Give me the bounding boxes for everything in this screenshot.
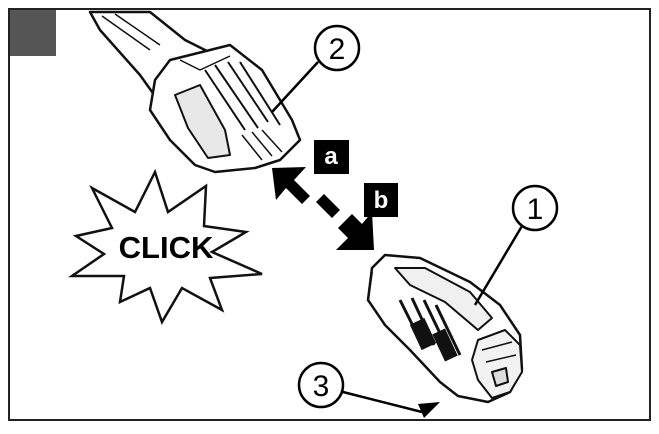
battery-pack xyxy=(366,253,524,404)
step-b-label: b xyxy=(374,187,389,214)
click-text: CLICK xyxy=(119,230,214,265)
callout-1-label: 1 xyxy=(527,193,544,226)
step-a-tag: a xyxy=(314,140,349,174)
tool-handle xyxy=(88,10,302,174)
step-b-tag: b xyxy=(364,183,398,217)
callout-3-arrowhead xyxy=(418,402,440,418)
callout-3-label: 3 xyxy=(313,370,330,403)
click-burst-shape xyxy=(67,168,263,325)
attach-direction-arrow xyxy=(272,167,374,250)
callout-2: 2 xyxy=(271,24,361,113)
callout-2-label: 2 xyxy=(329,33,346,66)
corner-marker xyxy=(10,10,56,56)
step-a-label: a xyxy=(324,143,338,170)
callout-3: 3 xyxy=(297,361,440,418)
click-burst: CLICK xyxy=(67,168,263,325)
callout-1: 1 xyxy=(473,184,559,306)
